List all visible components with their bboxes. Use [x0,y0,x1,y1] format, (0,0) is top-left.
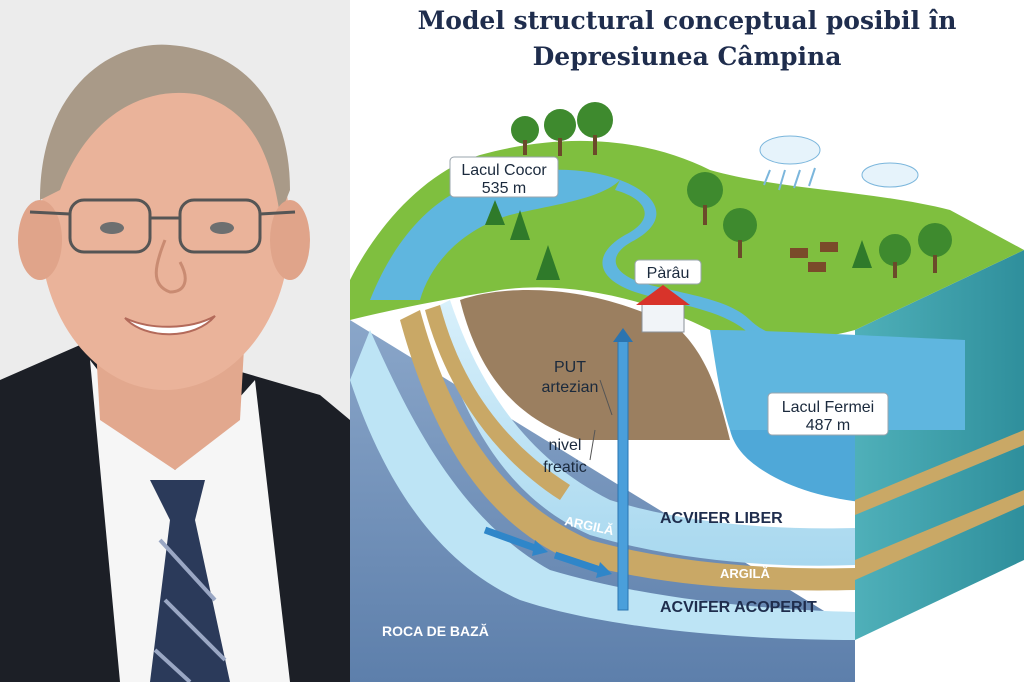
groundwater-flow-arrows [483,526,612,578]
stream-label-box [634,259,702,285]
water-table-label-line1: nivel [549,437,582,454]
block-diagram: Lacul Cocor 535 m Pàrâu PUT artezian niv… [350,102,1024,682]
artesian-well [613,328,633,611]
hydrogeology-diagram: Model structural conceptual posibil în D… [350,0,1024,682]
unconfined-aquifer-layer [430,300,855,566]
diagram-title-line1: Model structural conceptual posibil în [417,6,957,35]
upper-clay-layer [425,305,570,500]
lake-cocor-altitude: 535 m [482,180,526,197]
cows [790,242,838,272]
lake-cocor-water [370,169,620,300]
side-clay-upper [855,430,1024,515]
stream-water [602,180,855,352]
water-table-pointer [589,429,596,461]
lower-clay-layer [400,310,855,591]
confined-aquifer-layer [350,330,855,640]
bedrock-label: ROCA DE BAZĂ [382,623,489,639]
confined-aquifer-label: ACVIFER ACOPERIT [660,599,817,616]
lake-fermei-altitude: 487 m [806,417,850,434]
tree-group [485,102,952,280]
stream-label: Pàrâu [647,265,690,282]
well-label-line2: artezian [542,379,599,396]
well-pointer [599,379,613,416]
portrait-illustration [0,0,350,682]
rain-cloud [759,135,919,191]
well-label-line1: PUT [554,359,586,376]
lake-cocor-label-box [449,156,559,198]
portrait-photo [0,0,350,682]
lake-fermei-label-box [767,392,889,436]
lake-cocor-name: Lacul Cocor [461,162,547,179]
unconfined-aquifer-label: ACVIFER LIBER [660,510,783,527]
lake-fermei-name: Lacul Fermei [782,399,874,416]
farm-house [636,285,690,333]
side-clay-lower [855,490,1024,580]
lower-clay-label: ARGILĂ [720,566,770,581]
diagram-title-line2: Depresiunea Câmpina [532,42,842,71]
water-table-label-line2: freatic [543,459,587,476]
